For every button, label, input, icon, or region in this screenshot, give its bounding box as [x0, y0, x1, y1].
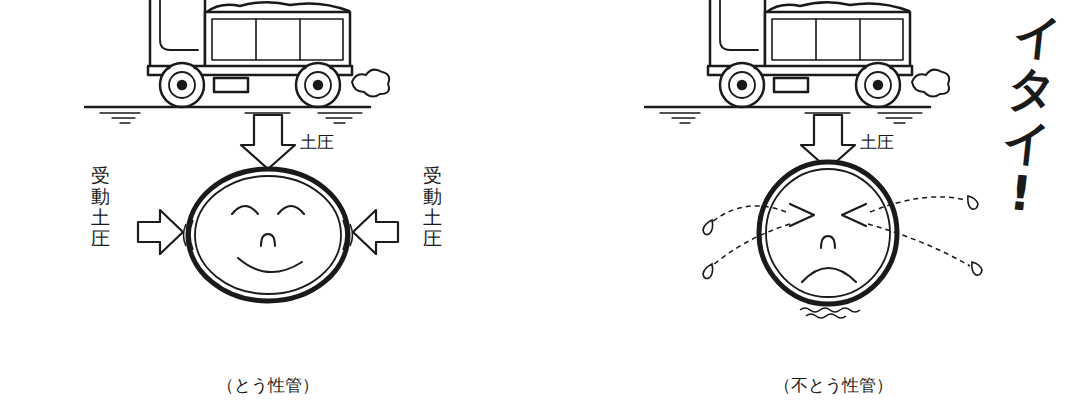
- tear-drop: [703, 196, 982, 279]
- face-nose: [821, 236, 835, 248]
- frowning-mouth: [802, 268, 856, 282]
- force-label: 受動土圧: [91, 165, 110, 249]
- passive-pressure-arrow: [138, 210, 183, 254]
- dump-truck: [85, 0, 389, 123]
- rigid-pipe-inner: [766, 169, 890, 297]
- squeezed-eyes: [790, 204, 866, 226]
- stress-marks: [800, 308, 860, 318]
- force-label: 土圧: [860, 131, 894, 154]
- panel-caption: （不とう性管）: [774, 374, 893, 397]
- flexible-pipe: [188, 169, 348, 301]
- panel-caption: （とう性管）: [217, 374, 319, 397]
- passive-pressure-arrow: [353, 210, 398, 254]
- rigid-pipe: [759, 162, 897, 304]
- face-nose: [261, 234, 275, 246]
- flexible-pipe-inner: [195, 176, 341, 294]
- smiling-eyes: [232, 206, 304, 214]
- smiling-mouth: [238, 258, 302, 272]
- tear-trail: [712, 197, 970, 266]
- vibration-marks: [184, 220, 353, 250]
- dump-truck: [645, 0, 949, 123]
- force-label: 受動土圧: [423, 165, 442, 249]
- exclamation-text: イタイ!: [994, 7, 1064, 222]
- earth-pressure-arrow: [241, 115, 295, 169]
- force-label: 土圧: [300, 131, 334, 154]
